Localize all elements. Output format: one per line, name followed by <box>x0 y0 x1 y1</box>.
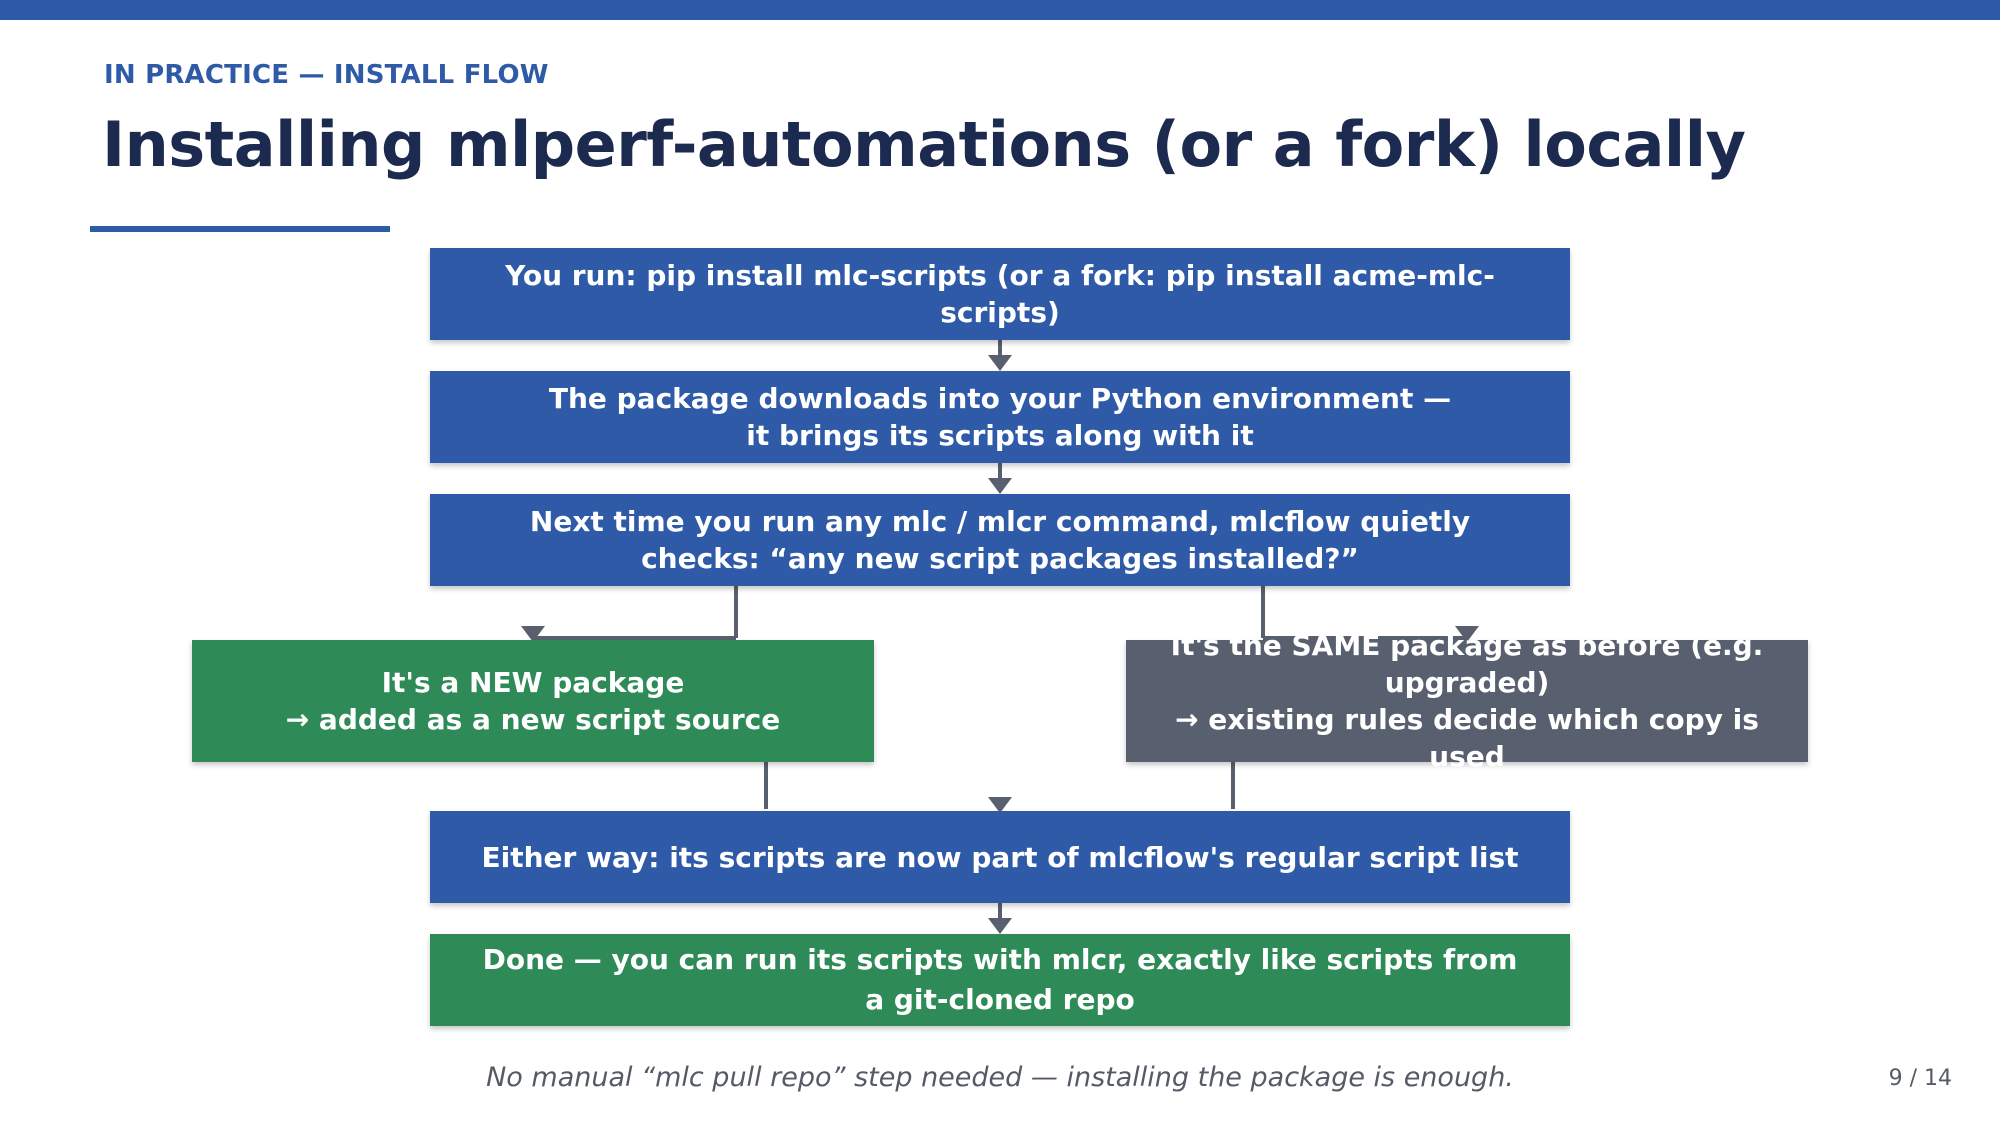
flow-branch-same-line2: → existing rules decide which copy is us… <box>1175 703 1759 773</box>
flow-step-install-text: You run: pip install mlc-scripts (or a f… <box>505 259 1495 329</box>
flow-branch-same-package: It's the SAME package as before (e.g. up… <box>1126 629 1808 773</box>
arrowhead-same <box>1455 626 1479 642</box>
flow-step-check-line2: checks: “any new script packages install… <box>641 542 1359 575</box>
footer-caption: No manual “mlc pull repo” step needed — … <box>486 1062 1514 1093</box>
flow-step-registered-text: Either way: its scripts are now part of … <box>481 840 1519 874</box>
title-underline <box>90 226 390 232</box>
flow-step-done: Done — you can run its scripts with mlcr… <box>430 934 1570 1026</box>
arrowhead-5 <box>988 918 1012 934</box>
flow-branch-new-line2: → added as a new script source <box>285 703 781 736</box>
arrowhead-3 <box>988 478 1012 494</box>
arrowhead-2 <box>988 355 1012 371</box>
flow-step-download-line2: it brings its scripts along with it <box>746 419 1254 452</box>
page-number: 9 / 14 <box>1888 1066 1952 1091</box>
flow-branch-same-line1: It's the SAME package as before (e.g. up… <box>1170 629 1764 699</box>
flow-step-download: The package downloads into your Python e… <box>430 371 1570 463</box>
flow-step-registered: Either way: its scripts are now part of … <box>430 811 1570 903</box>
flow-branch-new-package: It's a NEW package → added as a new scri… <box>192 640 874 762</box>
flow-branch-new-line1: It's a NEW package <box>381 666 685 699</box>
arrowhead-new <box>521 626 545 642</box>
flow-step-download-line1: The package downloads into your Python e… <box>548 382 1452 415</box>
top-accent-bar <box>0 0 2000 20</box>
page-title: Installing mlperf-automations (or a fork… <box>102 108 1746 181</box>
flow-step-check: Next time you run any mlc / mlcr command… <box>430 494 1570 586</box>
flow-step-install: You run: pip install mlc-scripts (or a f… <box>430 248 1570 340</box>
flow-step-check-line1: Next time you run any mlc / mlcr command… <box>529 505 1471 538</box>
section-kicker: IN PRACTICE — INSTALL FLOW <box>104 60 549 90</box>
flow-step-done-text: Done — you can run its scripts with mlcr… <box>482 943 1518 1016</box>
arrowhead-4 <box>988 797 1012 813</box>
